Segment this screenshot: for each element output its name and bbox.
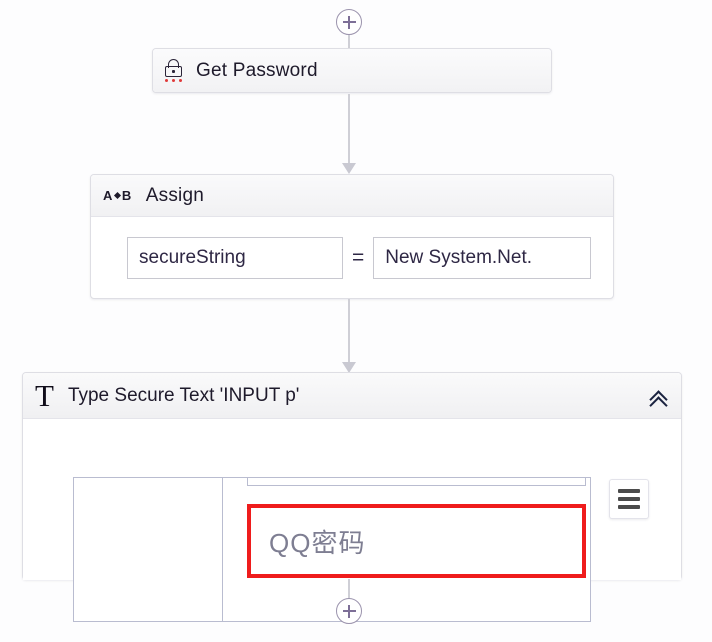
assign-to-input[interactable]: secureString	[127, 237, 343, 279]
assign-a-to-b-icon: A B	[103, 188, 132, 203]
add-activity-button-top[interactable]	[336, 9, 362, 35]
activity-title: Type Secure Text 'INPUT p'	[67, 384, 300, 406]
hamburger-bar	[618, 505, 640, 509]
assign-icon-left-letter: A	[103, 188, 113, 203]
connector-arrow	[342, 94, 356, 174]
add-activity-button-bottom[interactable]	[336, 598, 362, 624]
hamburger-menu-button[interactable]	[609, 479, 649, 519]
password-field-placeholder: QQ密码	[269, 527, 366, 558]
preview-cutoff-field	[247, 478, 586, 486]
lock-body	[165, 65, 182, 77]
activity-header: T Type Secure Text 'INPUT p'	[23, 373, 681, 419]
plus-icon-vertical	[348, 604, 350, 618]
connector-line	[348, 35, 350, 52]
activity-title: Get Password	[196, 59, 318, 81]
preview-left-pane	[74, 478, 223, 621]
activity-type-secure-text[interactable]: T Type Secure Text 'INPUT p' QQ密码	[22, 372, 682, 622]
double-chevron-up-icon	[649, 388, 668, 415]
activity-get-password[interactable]: Get Password	[152, 48, 552, 93]
hamburger-bar	[618, 489, 640, 493]
dot	[172, 78, 175, 82]
dot	[179, 78, 182, 82]
assign-value-input[interactable]: New System.Net.	[373, 237, 592, 279]
connector-line	[348, 299, 350, 363]
text-t-icon: T	[35, 378, 54, 413]
assign-expression-row: secureString = New System.Net.	[91, 217, 613, 299]
target-selector-preview: QQ密码	[23, 419, 681, 622]
plus-icon-vertical	[348, 15, 350, 29]
connector-line	[348, 579, 350, 599]
connector-line	[348, 94, 350, 164]
lock-shackle	[168, 58, 179, 68]
preview-right-pane: QQ密码	[223, 478, 590, 621]
connector-arrowhead	[342, 163, 356, 174]
activity-title: Assign	[145, 184, 205, 206]
lock-keyhole	[172, 69, 175, 73]
activity-header: Get Password	[153, 49, 551, 92]
dot	[165, 78, 168, 82]
assign-icon-diamond	[113, 191, 121, 200]
highlighted-target-element[interactable]: QQ密码	[247, 504, 586, 578]
collapse-button[interactable]	[643, 381, 673, 415]
connector-arrowhead	[342, 362, 356, 373]
activity-assign[interactable]: A B Assign secureString = New System.Net…	[90, 174, 614, 299]
connector-arrow	[342, 299, 356, 373]
lock-icon	[163, 58, 185, 84]
screenshot-preview[interactable]: QQ密码	[73, 477, 591, 622]
equals-sign: =	[352, 246, 365, 269]
hamburger-bar	[618, 497, 640, 501]
assign-icon-right-letter: B	[121, 188, 132, 203]
lock-password-dots	[165, 78, 182, 82]
connector-arrow	[342, 579, 356, 599]
activity-header: A B Assign	[91, 175, 613, 217]
connector-arrow	[342, 35, 356, 52]
